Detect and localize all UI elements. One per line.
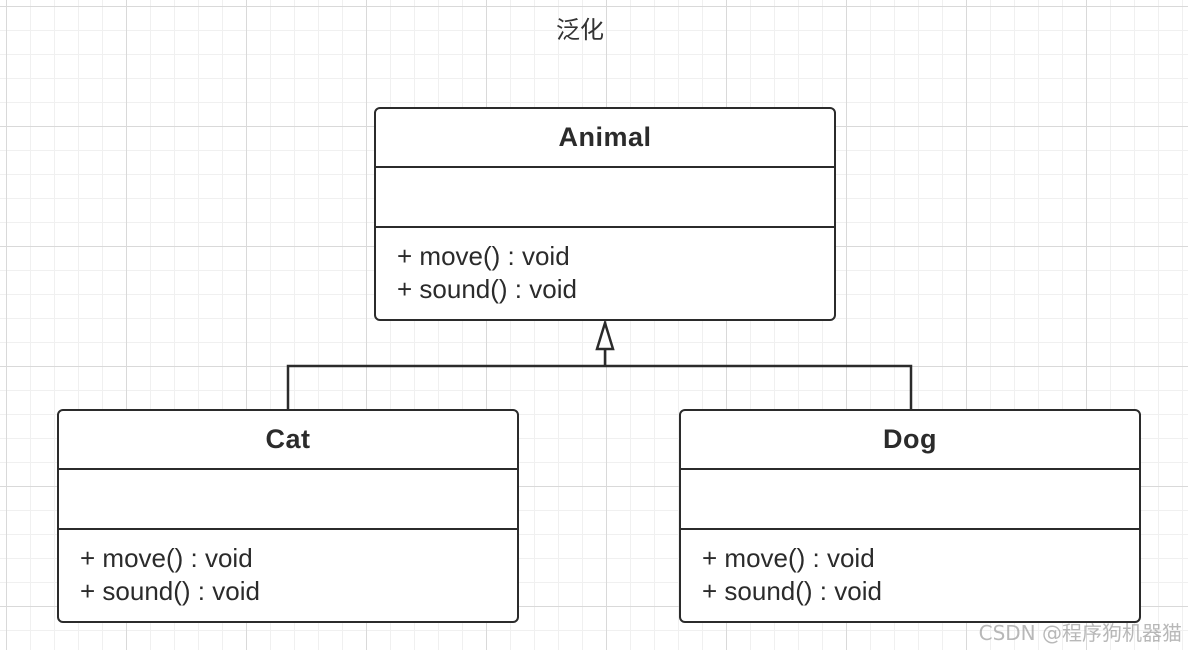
inheritance-arrowhead-icon [595, 318, 615, 351]
class-name: Animal [376, 109, 834, 168]
diagram-title: 泛化 [556, 16, 604, 44]
operation-move: + move() : void [702, 543, 875, 573]
class-operations: + move() : void + sound() : void [376, 228, 834, 306]
class-operations: + move() : void + sound() : void [59, 530, 517, 608]
operation-sound: + sound() : void [702, 576, 882, 606]
class-attributes [376, 168, 834, 228]
class-name: Dog [681, 411, 1139, 470]
operation-move: + move() : void [80, 543, 253, 573]
operation-sound: + sound() : void [80, 576, 260, 606]
operation-move: + move() : void [397, 241, 570, 271]
class-operations: + move() : void + sound() : void [681, 530, 1139, 608]
operation-sound: + sound() : void [397, 274, 577, 304]
connector-line [286, 364, 913, 409]
class-animal[interactable]: Animal + move() : void + sound() : void [374, 107, 836, 321]
class-attributes [59, 470, 517, 530]
class-cat[interactable]: Cat + move() : void + sound() : void [57, 409, 519, 623]
class-attributes [681, 470, 1139, 530]
class-name: Cat [59, 411, 517, 470]
watermark: CSDN @程序狗机器猫 [978, 621, 1182, 645]
class-dog[interactable]: Dog + move() : void + sound() : void [679, 409, 1141, 623]
